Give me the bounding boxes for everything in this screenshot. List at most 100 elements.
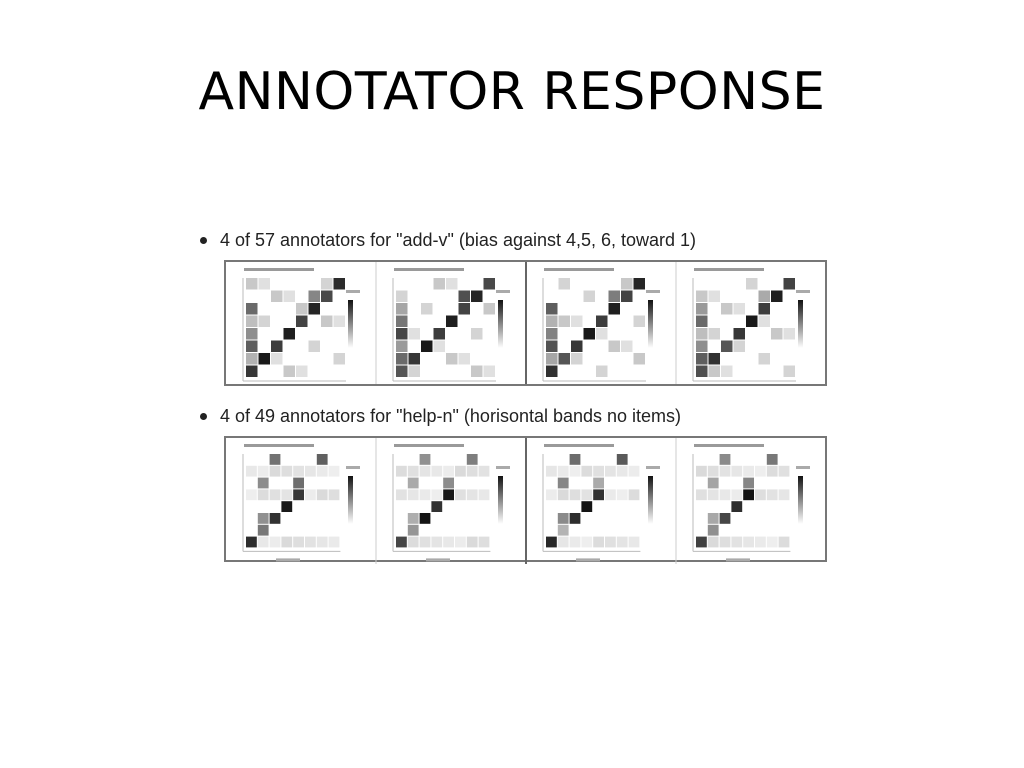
heatmap-cell (271, 340, 283, 352)
heatmap-cell (621, 278, 633, 290)
heatmap-cell (633, 278, 645, 290)
heatmap-cell (608, 340, 620, 352)
heatmap-cell (593, 465, 604, 477)
heatmap-cell (246, 340, 258, 352)
heatmap-cell (446, 315, 458, 327)
heatmap-cell (771, 328, 783, 340)
heatmap-cell (571, 353, 583, 365)
heatmap-cell (396, 303, 408, 315)
heatmap-cell (571, 315, 583, 327)
color-scale-bar (348, 300, 353, 348)
heatmap-cell (696, 353, 708, 365)
heatmap-cell (316, 454, 328, 465)
heatmap-cell (246, 353, 258, 365)
heatmap-cell (746, 278, 758, 290)
color-scale-label-stub (646, 466, 660, 469)
heatmap-cell (783, 365, 795, 377)
color-scale-label-stub (496, 290, 510, 293)
heatmap-cell (308, 340, 320, 352)
heatmap-thumbnail (692, 444, 810, 562)
heatmap-cell (443, 536, 454, 548)
heatmap-cell (431, 501, 443, 512)
heatmap-cell (396, 290, 408, 302)
heatmap-cell (546, 328, 558, 340)
heatmap-cell (581, 465, 593, 477)
heatmap-cell (396, 340, 408, 352)
heatmap-cell (308, 290, 320, 302)
heatmap-cell (283, 290, 295, 302)
heatmap-cell (708, 353, 720, 365)
heatmap-cell (281, 501, 293, 512)
heatmap-cell (396, 489, 407, 501)
heatmap-cell (719, 536, 731, 548)
heatmap-cell (758, 353, 770, 365)
heatmap-cell (608, 290, 620, 302)
heatmap-cell (407, 536, 419, 548)
color-scale-label-stub (496, 466, 510, 469)
heatmap-cell (257, 513, 269, 524)
heatmap-cell (558, 315, 570, 327)
heatmap-cell (616, 489, 628, 501)
heatmap-cell (246, 278, 258, 290)
heatmap-cell (605, 465, 616, 477)
heatmap-cell (446, 278, 458, 290)
heatmap-cell (478, 536, 490, 548)
heatmap-panel-help-n (224, 436, 827, 564)
heatmap-cell (257, 489, 269, 501)
heatmap-cell (696, 489, 707, 501)
heatmap-cell (258, 278, 270, 290)
heatmap-cell (696, 536, 707, 548)
heatmap-cell (419, 536, 431, 548)
heatmap-cell (407, 477, 419, 489)
heatmap-cell (433, 328, 445, 340)
heatmap-cell (293, 465, 304, 477)
heatmap-thumbnail (242, 268, 360, 382)
heatmap-cell (583, 290, 595, 302)
heatmap-cell (396, 365, 408, 377)
heatmap-cell (471, 328, 483, 340)
heatmap-cell (696, 328, 708, 340)
heatmap-cell (458, 353, 470, 365)
heatmap-cell (707, 524, 719, 536)
heatmap-cell (455, 489, 466, 501)
heatmap-cell (546, 489, 557, 501)
heatmap-cell (708, 328, 720, 340)
heatmap-cell (293, 489, 304, 501)
heatmap-cell (396, 536, 407, 548)
heatmap-cell (557, 477, 569, 489)
bullet-dot-icon (200, 412, 207, 420)
heatmap-thumbnail (542, 444, 660, 562)
heatmap-thumbnail (392, 444, 510, 562)
heatmap-cell (569, 536, 581, 548)
heatmap-cell (766, 465, 778, 477)
thumbnail-title-line (544, 268, 614, 271)
heatmap-cell (431, 465, 443, 477)
heatmap-cell (333, 278, 345, 290)
heatmap-cell (778, 465, 790, 477)
heatmap-cell (766, 489, 778, 501)
heatmap-cell (478, 489, 490, 501)
heatmap-cell (696, 290, 708, 302)
heatmap-cell (269, 536, 281, 548)
heatmap-cell (246, 315, 258, 327)
heatmap-cell (407, 489, 419, 501)
color-scale-bar (498, 476, 503, 524)
heatmap-cell (308, 303, 320, 315)
heatmap-cell (605, 536, 616, 548)
heatmap-cell (269, 465, 281, 477)
heatmap-cell (408, 328, 420, 340)
thumbnail-title-line (244, 444, 314, 447)
heatmap-cell (328, 489, 340, 501)
heatmap-cell (557, 536, 569, 548)
heatmap-cell (771, 290, 783, 302)
heatmap-cell (443, 465, 454, 477)
heatmap-cell (296, 315, 308, 327)
heatmap-cell (271, 290, 283, 302)
heatmap-cell (733, 303, 745, 315)
heatmap-cell (616, 454, 628, 465)
heatmap-cell (546, 340, 558, 352)
heatmap-cell (269, 513, 281, 524)
heatmap-cell (396, 465, 407, 477)
heatmap-group-help-n (242, 438, 810, 564)
heatmap-cell (571, 340, 583, 352)
